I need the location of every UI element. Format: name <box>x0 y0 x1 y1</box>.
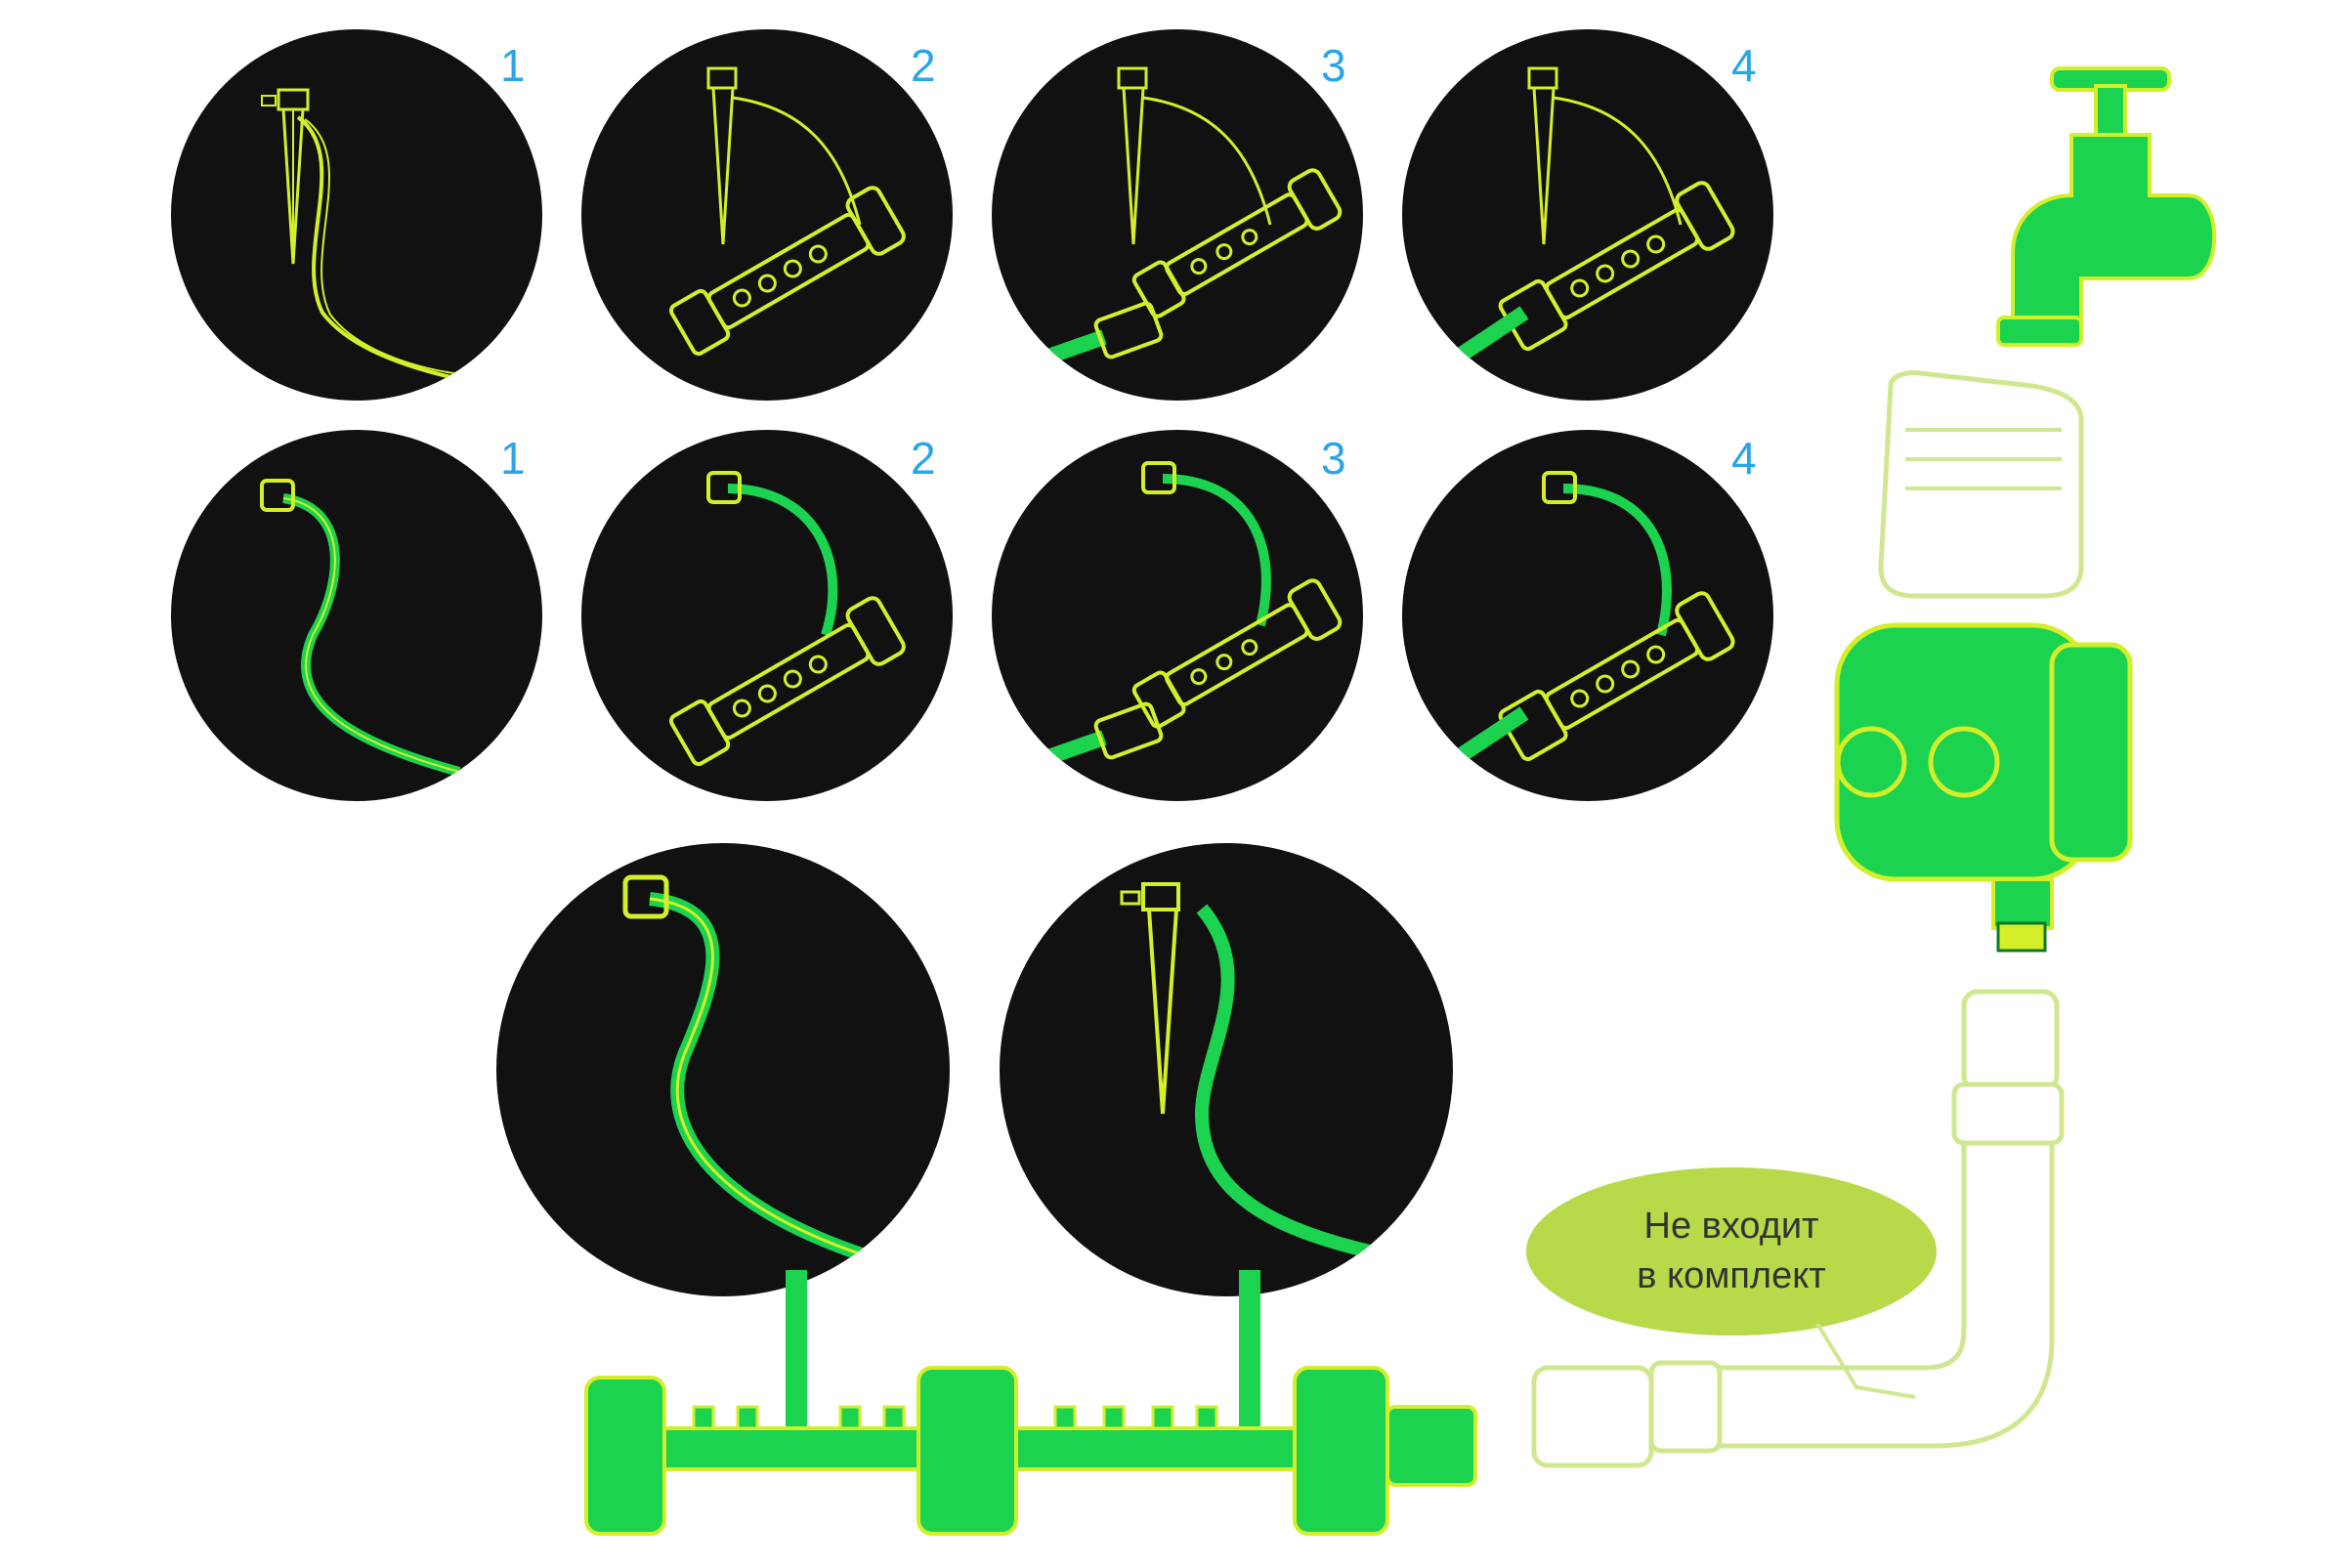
step-3-panel-row2 <box>992 430 1363 801</box>
step-number: 2 <box>911 433 936 484</box>
step-4-panel-row2 <box>1402 430 1773 801</box>
step-number: 3 <box>1321 433 1346 484</box>
dripper-stake-detail-icon <box>1120 882 1389 1262</box>
tube-end-cap-icon <box>260 479 461 777</box>
water-tap-icon <box>1996 66 2217 347</box>
note-line-1: Не входит <box>1643 1205 1819 1247</box>
not-included-note: Не входит в комплект <box>1526 1168 1937 1335</box>
note-pointer <box>1815 1322 1916 1399</box>
tube-connected-to-manifold-icon <box>668 471 906 767</box>
step-number: 1 <box>500 433 526 484</box>
dripper-detail-panel <box>1000 843 1453 1296</box>
tube-detail-panel <box>496 843 950 1296</box>
hose-connector-icon <box>1531 989 2065 1468</box>
dripper-connected-to-manifold-icon <box>668 66 906 357</box>
step-2-panel <box>581 29 953 401</box>
water-timer-icon <box>1834 370 2133 953</box>
step-1-panel <box>171 29 542 401</box>
step-number: 1 <box>500 40 526 91</box>
step-4-panel <box>1402 29 1773 401</box>
distribution-manifold-icon <box>584 1270 1477 1536</box>
dripper-stake-with-tube-icon <box>261 88 472 383</box>
note-line-2: в комплект <box>1637 1255 1826 1296</box>
note-bubble <box>1526 1167 1937 1335</box>
step-number: 4 <box>1731 40 1757 91</box>
step-1-panel-row2 <box>171 430 542 801</box>
tube-end-cap-detail-icon <box>622 874 882 1267</box>
step-number: 3 <box>1321 40 1346 91</box>
step-number: 2 <box>911 40 936 91</box>
step-2-panel-row2 <box>581 430 953 801</box>
step-3-panel <box>992 29 1363 401</box>
step-number: 4 <box>1731 433 1757 484</box>
